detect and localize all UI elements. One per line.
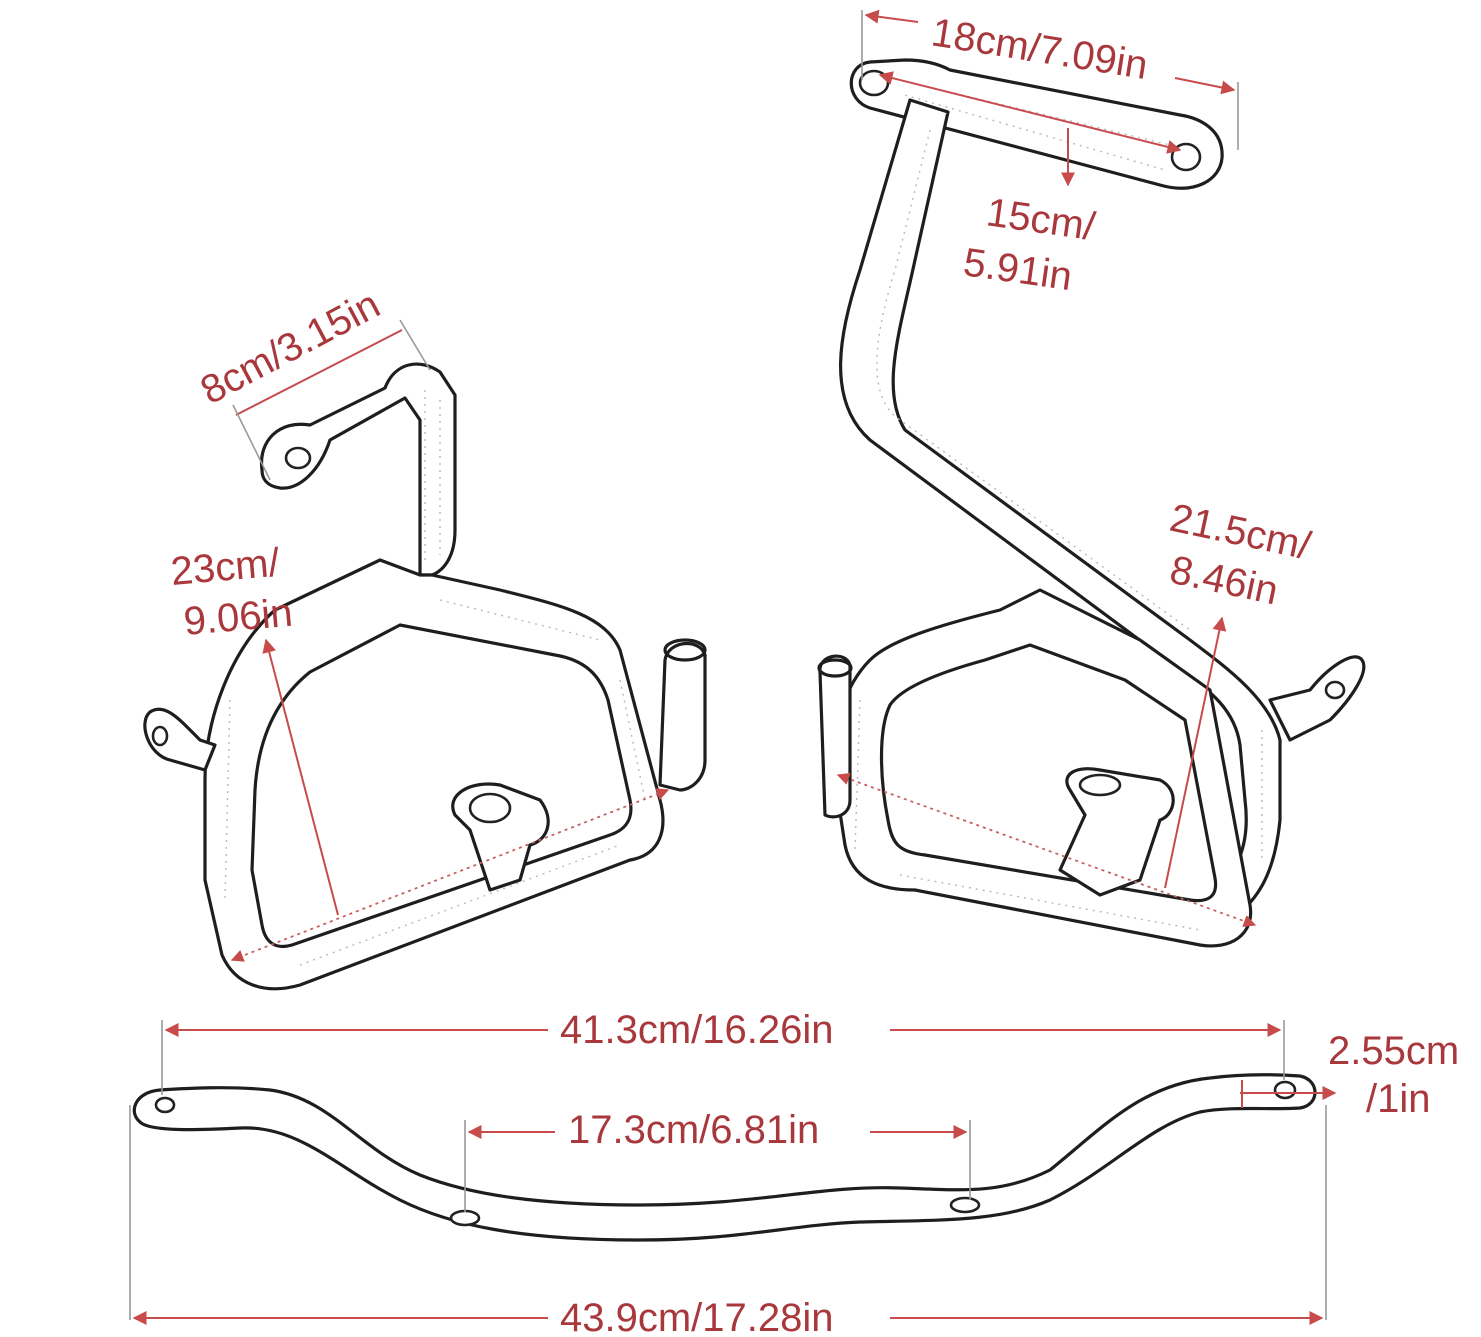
cross-bar-end-hole-right xyxy=(1273,1080,1297,1100)
right-stub-tube xyxy=(818,654,852,819)
label-bar-end-2: /1in xyxy=(1366,1077,1431,1121)
label-bar-total-length: 43.9cm/17.28in xyxy=(560,1296,834,1337)
left-crash-bar xyxy=(143,362,707,991)
left-upper-mount-hole xyxy=(284,446,312,470)
cross-bar-end-hole-left xyxy=(154,1096,176,1114)
left-upper-mount-tab xyxy=(259,362,457,577)
left-stub-tube xyxy=(658,641,707,792)
label-hole-spacing-2: 5.91in xyxy=(961,240,1075,299)
right-crash-bar xyxy=(817,58,1366,948)
label-left-height-2: 9.06in xyxy=(182,591,294,644)
label-hole-spacing-1: 15cm/ xyxy=(984,190,1099,249)
label-bar-hole-span: 41.3cm/16.26in xyxy=(560,1008,834,1052)
label-left-tab-width: 8cm/3.15in xyxy=(194,282,387,413)
label-bar-end-1: 2.55cm xyxy=(1328,1029,1459,1073)
right-top-hole-right xyxy=(1170,142,1202,172)
cross-bar-plate xyxy=(132,1073,1317,1242)
cross-bar xyxy=(132,1073,1317,1242)
cross-bar-mid-hole-right xyxy=(949,1196,981,1214)
dimension-lines xyxy=(129,9,1337,1325)
left-side-tab xyxy=(143,707,217,772)
label-bar-mid-holes: 17.3cm/6.81in xyxy=(568,1108,819,1152)
right-top-hole-left xyxy=(858,69,890,97)
cross-bar-mid-hole-left xyxy=(449,1209,481,1227)
label-left-height-1: 23cm/ xyxy=(169,541,282,594)
right-side-tab xyxy=(1268,655,1366,742)
